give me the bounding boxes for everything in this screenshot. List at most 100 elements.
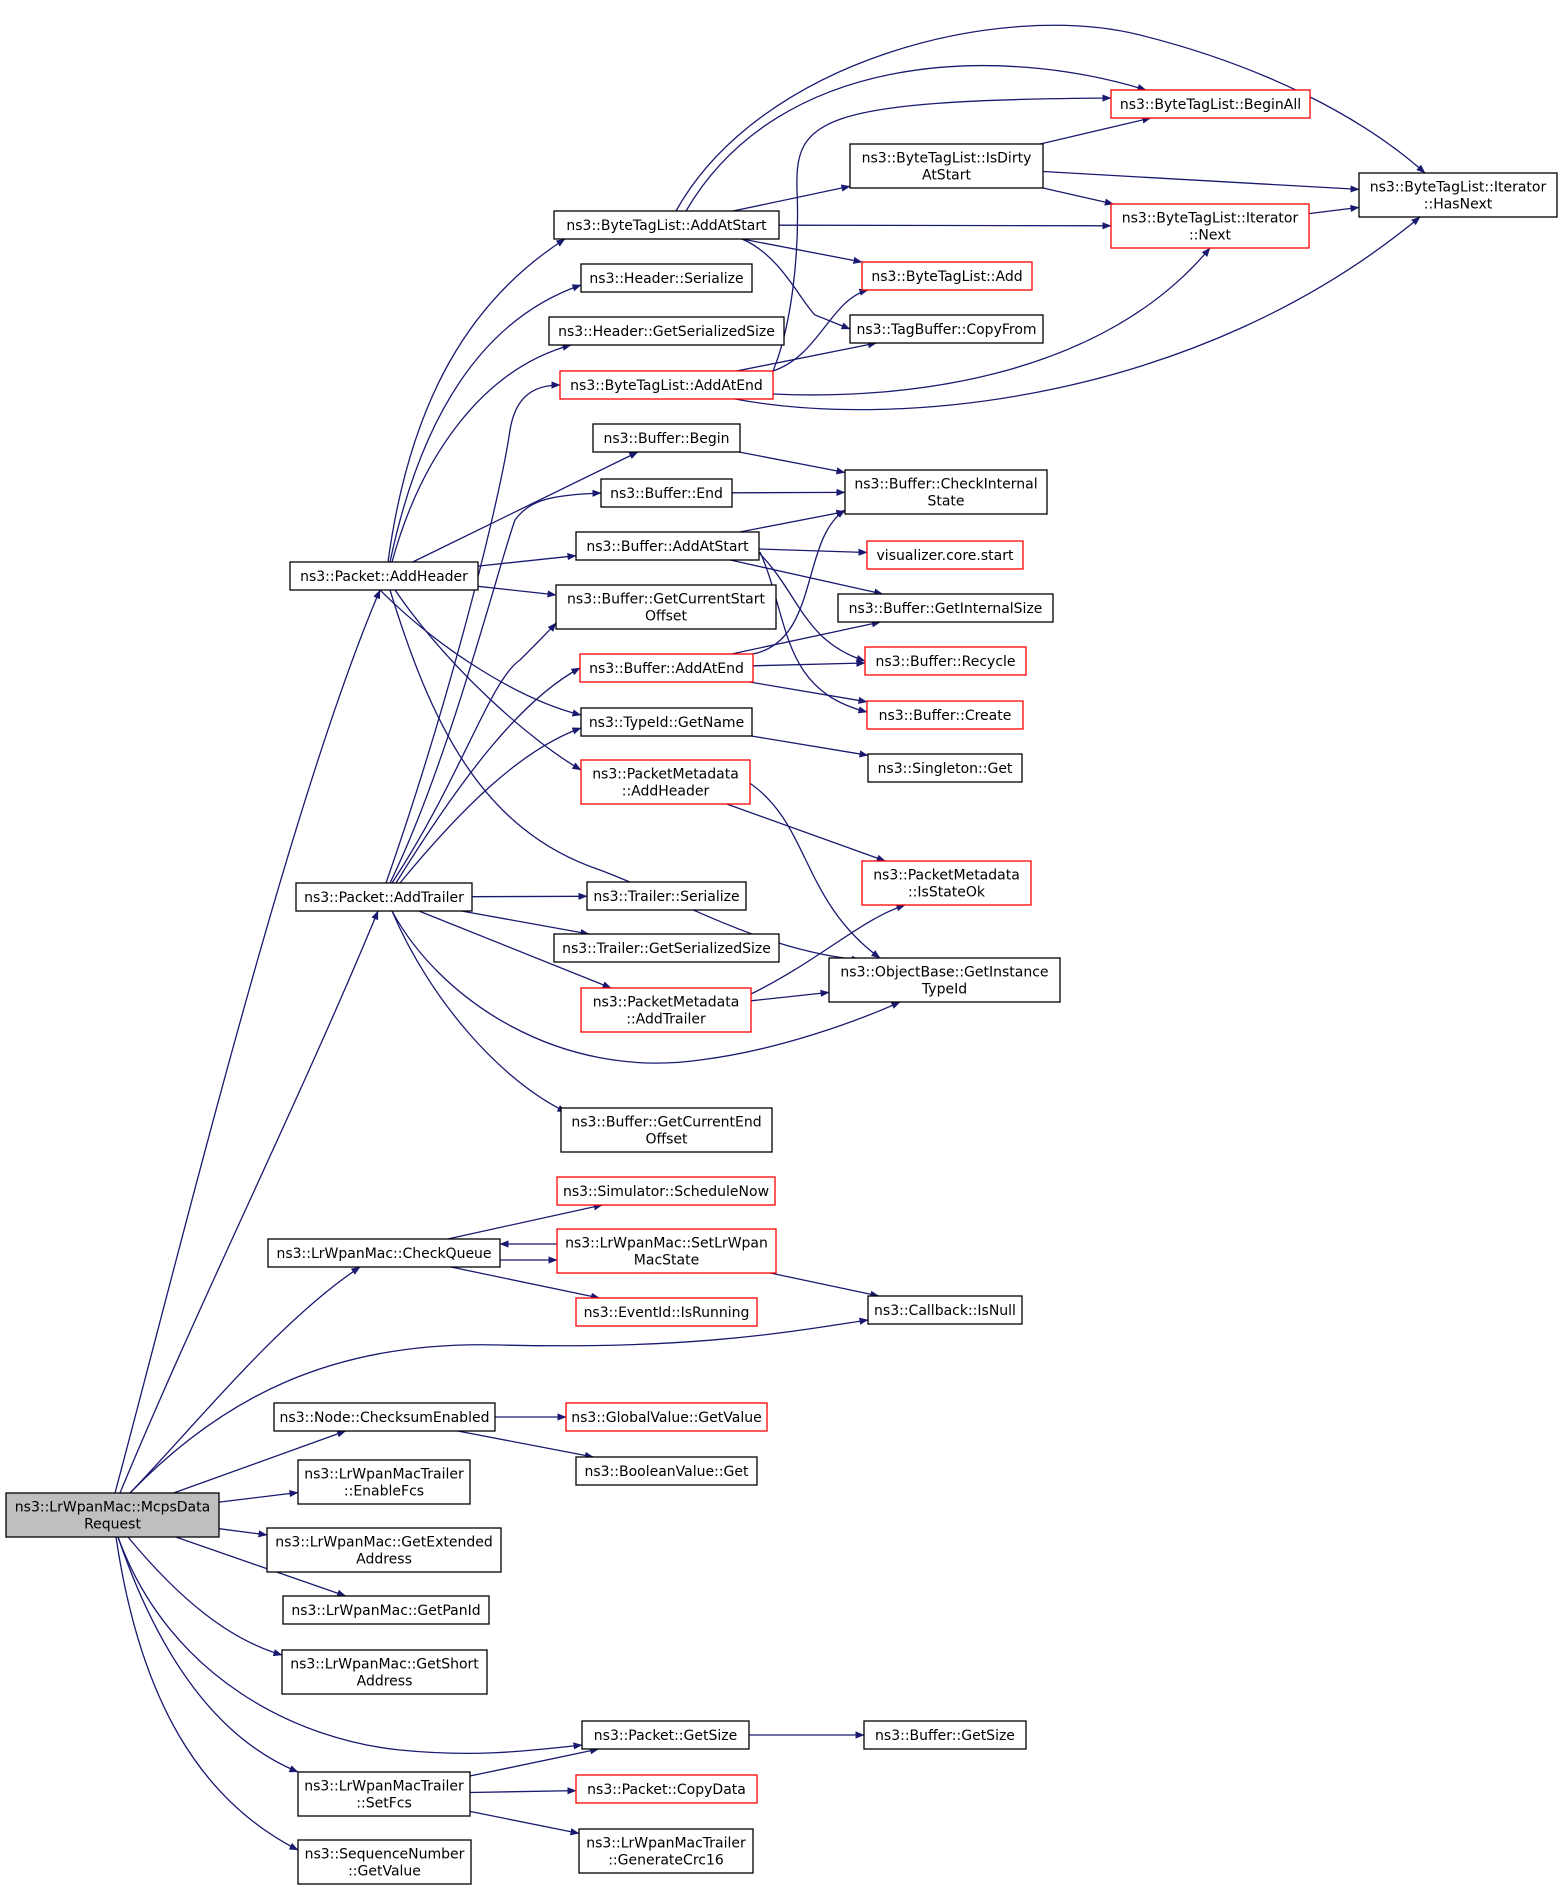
node-label: ns3::Packet::AddTrailer: [304, 890, 464, 906]
graph-node-singletonGet[interactable]: ns3::Singleton::Get: [867, 753, 1023, 783]
node-box: [297, 1771, 471, 1817]
graph-node-simScheduleNow[interactable]: ns3::Simulator::ScheduleNow: [556, 1176, 776, 1206]
call-edge-btlIsDirty-to-btlIterHasNext: [1042, 170, 1360, 193]
node-box: [586, 881, 747, 911]
node-label: ns3::Trailer::Serialize: [593, 889, 739, 905]
node-box: [295, 882, 473, 912]
node-label: ns3::Callback::IsNull: [874, 1303, 1016, 1319]
graph-node-bufGetInternalSize[interactable]: ns3::Buffer::GetInternalSize: [837, 593, 1054, 623]
graph-node-btlAddAtStart[interactable]: ns3::ByteTagList::AddAtStart: [553, 210, 780, 240]
node-box: [575, 531, 760, 561]
node-label: ns3::Buffer::GetCurrentEnd: [571, 1115, 761, 1131]
graph-node-btlIterNext[interactable]: ns3::ByteTagList::Iterator::Next: [1110, 203, 1310, 249]
graph-node-tagBufCopyFrom[interactable]: ns3::TagBuffer::CopyFrom: [849, 314, 1044, 344]
node-box: [828, 957, 1061, 1003]
node-box: [849, 143, 1044, 189]
node-box: [578, 1828, 754, 1874]
graph-node-genCrc16[interactable]: ns3::LrWpanMacTrailer::GenerateCrc16: [578, 1828, 754, 1874]
graph-node-btlBeginAll[interactable]: ns3::ByteTagList::BeginAll: [1110, 89, 1311, 119]
node-label: ::IsStateOk: [908, 885, 986, 901]
graph-node-trailerSerialize[interactable]: ns3::Trailer::Serialize: [586, 881, 747, 911]
node-box: [581, 1720, 750, 1750]
node-label: ::EnableFcs: [344, 1484, 424, 1500]
graph-node-bufRecycle[interactable]: ns3::Buffer::Recycle: [864, 646, 1027, 676]
graph-node-packetCopyData[interactable]: ns3::Packet::CopyData: [575, 1774, 758, 1804]
node-label: ns3::ByteTagList::AddAtEnd: [570, 378, 763, 394]
graph-node-btlAddAtEnd[interactable]: ns3::ByteTagList::AddAtEnd: [559, 370, 774, 400]
node-label: ns3::Trailer::GetSerializedSize: [562, 941, 771, 957]
node-box: [548, 316, 785, 346]
call-edge-addHeader-to-headerSerialize: [389, 284, 582, 563]
graph-node-headerSerialize[interactable]: ns3::Header::Serialize: [580, 263, 753, 293]
graph-node-btlIterHasNext[interactable]: ns3::ByteTagList::Iterator::HasNext: [1358, 172, 1558, 218]
node-label: Offset: [645, 609, 688, 625]
node-box: [266, 1527, 502, 1573]
call-edge-addHeader-to-bufGetCurStart: [477, 585, 557, 598]
node-label: ns3::LrWpanMac::GetShort: [290, 1657, 479, 1673]
graph-node-bufBegin[interactable]: ns3::Buffer::Begin: [592, 423, 741, 453]
graph-node-headerGetSize[interactable]: ns3::Header::GetSerializedSize: [548, 316, 785, 346]
graph-node-enableFcs[interactable]: ns3::LrWpanMacTrailer::EnableFcs: [297, 1459, 471, 1505]
graph-node-addHeader[interactable]: ns3::Packet::AddHeader: [289, 561, 479, 591]
graph-node-seqGetValue[interactable]: ns3::SequenceNumber::GetValue: [297, 1839, 472, 1885]
graph-node-bufAddAtStart[interactable]: ns3::Buffer::AddAtStart: [575, 531, 760, 561]
graph-node-pmIsStateOk[interactable]: ns3::PacketMetadata::IsStateOk: [861, 860, 1032, 906]
graph-node-addTrailer[interactable]: ns3::Packet::AddTrailer: [295, 882, 473, 912]
graph-node-btlAdd[interactable]: ns3::ByteTagList::Add: [861, 261, 1033, 291]
node-label: ns3::Buffer::End: [610, 486, 723, 502]
call-edge-addHeader-to-headerGetSize: [391, 343, 572, 563]
node-label: ns3::Buffer::Create: [879, 708, 1012, 724]
call-edge-bufAddAtEnd-to-bufCreate: [749, 681, 868, 704]
node-label: ns3::ByteTagList::Iterator: [1122, 211, 1299, 227]
graph-node-bufGetSize[interactable]: ns3::Buffer::GetSize: [863, 1720, 1027, 1750]
call-edge-checkQueue-to-eventIsRunning: [450, 1266, 600, 1300]
graph-node-bufEnd[interactable]: ns3::Buffer::End: [600, 478, 733, 508]
node-label: ns3::Buffer::AddAtStart: [586, 539, 749, 555]
graph-node-trailerGetSize[interactable]: ns3::Trailer::GetSerializedSize: [553, 933, 780, 963]
node-box: [861, 261, 1033, 291]
graph-node-typeIdGetName[interactable]: ns3::TypeId::GetName: [580, 707, 753, 737]
node-box: [837, 593, 1054, 623]
call-edge-btlAddAtEnd-to-btlAdd: [772, 288, 869, 372]
graph-node-bufAddAtEnd[interactable]: ns3::Buffer::AddAtEnd: [579, 653, 754, 683]
call-edge-addHeader-to-btlAddAtStart: [387, 238, 566, 563]
node-label: ::AddTrailer: [626, 1012, 706, 1028]
call-edge-btlIterNext-to-btlIterHasNext: [1308, 204, 1360, 215]
graph-node-setFcs[interactable]: ns3::LrWpanMacTrailer::SetFcs: [297, 1771, 471, 1817]
graph-node-bufCreate[interactable]: ns3::Buffer::Create: [866, 700, 1024, 730]
call-edge-setFcs-to-packetCopyData: [469, 1787, 577, 1795]
node-box: [281, 1649, 488, 1695]
node-box: [861, 860, 1032, 906]
node-box: [273, 1402, 496, 1432]
node-label: TypeId: [921, 982, 967, 998]
edges-layer: [114, 24, 1426, 1851]
graph-node-eventIsRunning[interactable]: ns3::EventId::IsRunning: [575, 1297, 758, 1327]
node-box: [866, 540, 1024, 570]
node-label: ns3::Buffer::GetCurrentStart: [567, 592, 765, 608]
node-box: [575, 1297, 758, 1327]
graph-node-pmAddTrailer[interactable]: ns3::PacketMetadata::AddTrailer: [580, 987, 752, 1033]
node-label: ns3::Buffer::AddAtEnd: [589, 661, 744, 677]
graph-node-checkQueue[interactable]: ns3::LrWpanMac::CheckQueue: [267, 1238, 501, 1268]
call-edge-addHeader-to-pmAddHeader: [394, 589, 582, 771]
graph-node-packetGetSize[interactable]: ns3::Packet::GetSize: [581, 1720, 750, 1750]
node-box: [560, 1107, 773, 1153]
graph-node-vizCoreStart[interactable]: visualizer.core.start: [866, 540, 1024, 570]
graph-node-pmAddHeader[interactable]: ns3::PacketMetadata::AddHeader: [580, 759, 751, 805]
graph-node-callbackIsNull[interactable]: ns3::Callback::IsNull: [867, 1295, 1023, 1325]
node-label: ns3::LrWpanMac::SetLrWpan: [565, 1236, 768, 1252]
graph-node-globalGetValue[interactable]: ns3::GlobalValue::GetValue: [565, 1402, 768, 1432]
graph-node-boolGet[interactable]: ns3::BooleanValue::Get: [575, 1456, 758, 1486]
graph-node-getPanId[interactable]: ns3::LrWpanMac::GetPanId: [282, 1595, 490, 1625]
graph-node-checksumEnabled[interactable]: ns3::Node::ChecksumEnabled: [273, 1402, 496, 1432]
node-label: ns3::Buffer::Recycle: [875, 654, 1015, 670]
